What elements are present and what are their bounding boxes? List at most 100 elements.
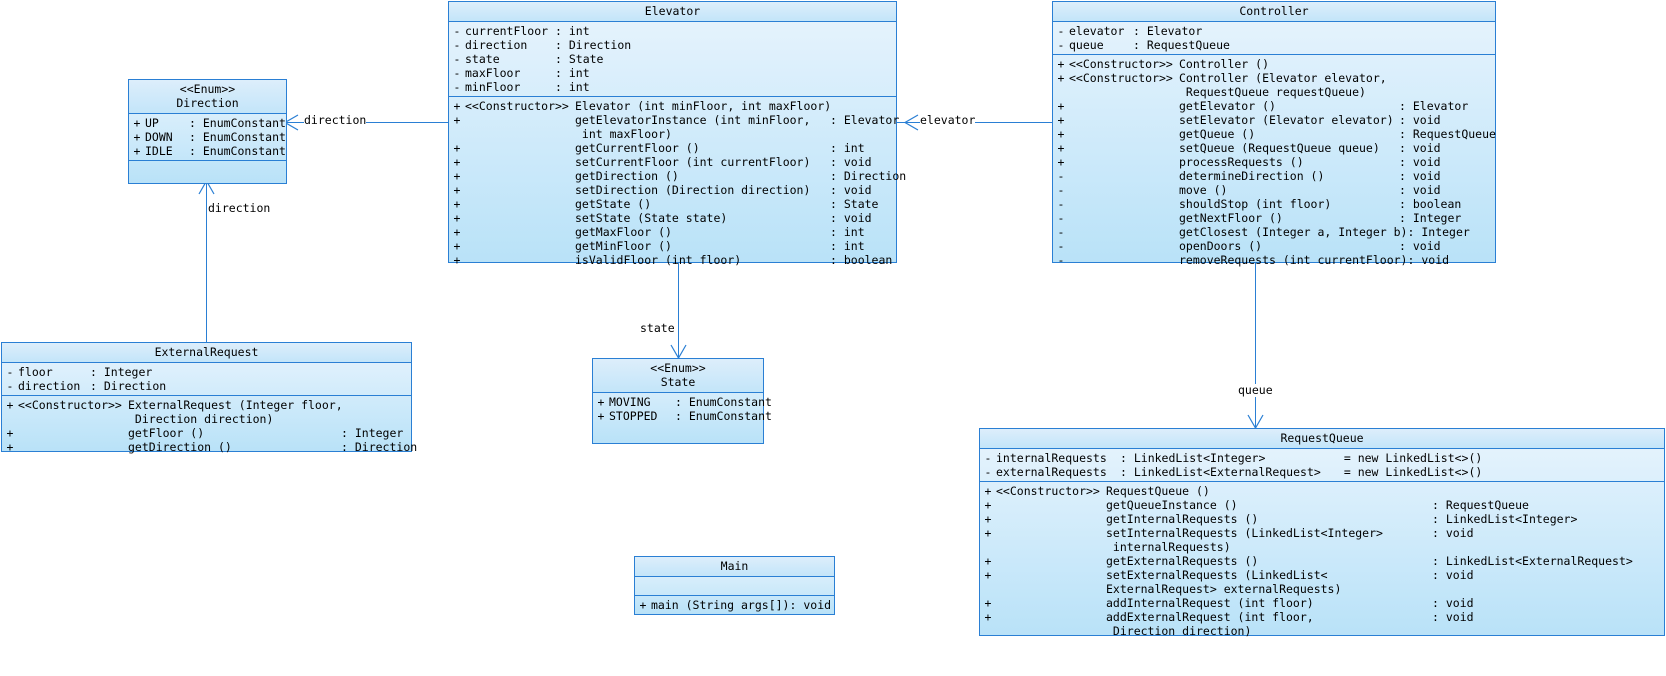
operation-return-type: : Integer [1399, 211, 1462, 225]
operation-return-type: : LinkedList<ExternalRequest> [1432, 554, 1633, 568]
attribute-section-elevator: - currentFloor: int - direction: Directi… [449, 22, 896, 97]
visibility-marker: + [133, 130, 141, 144]
attribute-name: STOPPED: EnumConstant [609, 409, 772, 423]
attribute-section-controller: - elevator: Elevator - queue: RequestQue… [1053, 22, 1495, 55]
operation-return-type: : Direction [341, 440, 418, 454]
operation-stereotype: <<Constructor>> [18, 398, 122, 412]
operation-signature: setCurrentFloor (int currentFloor) [575, 155, 811, 169]
operation-return-type: : void [830, 183, 872, 197]
visibility-marker: + [984, 512, 992, 526]
operation-row: + setInternalRequests (LinkedList<Intege… [980, 526, 1664, 554]
operation-row: - move () : void [1053, 183, 1495, 197]
attribute-section-main [635, 577, 834, 596]
visibility-marker: - [453, 66, 461, 80]
attribute-row: - internalRequests: LinkedList<Integer>=… [980, 451, 1664, 465]
attribute-row: - maxFloor: int [449, 66, 896, 80]
attribute-row: + MOVING: EnumConstant [593, 395, 772, 409]
visibility-marker: - [1057, 38, 1065, 52]
class-box-direction[interactable]: <<Enum>> Direction + UP: EnumConstant + … [128, 79, 287, 184]
operation-return-type: : void [1399, 183, 1441, 197]
edge-elevator-state-line [678, 263, 679, 358]
operation-return-type: : boolean [1399, 197, 1462, 211]
operation-signature: getDirection () [575, 169, 679, 183]
visibility-marker: + [453, 239, 461, 253]
operation-section-elevator: + <<Constructor>> Elevator (int minFloor… [449, 97, 907, 269]
operation-row: + addInternalRequest (int floor) : void [980, 596, 1664, 610]
class-header-main: Main [635, 557, 834, 577]
operation-row: + <<Constructor>> RequestQueue () [980, 484, 1664, 498]
visibility-marker: + [453, 197, 461, 211]
visibility-marker: + [984, 568, 992, 582]
visibility-marker: - [453, 24, 461, 38]
attribute-row: + UP: EnumConstant [129, 116, 286, 130]
attribute-default: = new LinkedList<>() [1343, 451, 1483, 465]
visibility-marker: + [133, 116, 141, 130]
visibility-marker: + [453, 155, 461, 169]
attribute-row: - elevator: Elevator [1053, 24, 1495, 38]
visibility-marker: + [1057, 155, 1065, 169]
attribute-name: UP: EnumConstant [145, 116, 286, 130]
class-box-request-queue[interactable]: RequestQueue - internalRequests: LinkedL… [979, 428, 1665, 638]
operation-row: + getDirection () : Direction [2, 440, 418, 454]
visibility-marker: + [453, 169, 461, 183]
operation-row: + setQueue (RequestQueue queue) : void [1053, 141, 1495, 155]
attribute-row: - state: State [449, 52, 896, 66]
visibility-marker: - [1057, 197, 1065, 211]
operation-stereotype: <<Constructor>> [465, 99, 569, 113]
operation-row: + getState () : State [449, 197, 896, 211]
visibility-marker: + [1057, 99, 1065, 113]
operation-stereotype: <<Constructor>> [1069, 71, 1173, 85]
visibility-marker: + [597, 409, 605, 423]
operation-signature: main (String args[]) [651, 598, 790, 612]
operation-return-type: : void [1399, 239, 1441, 253]
operation-signature: removeRequests (int currentFloor) [1179, 253, 1408, 267]
operation-row: + <<Constructor>> Controller (Elevator e… [1053, 71, 1495, 99]
class-box-controller[interactable]: Controller - elevator: Elevator - queue:… [1052, 1, 1496, 267]
class-header-elevator: Elevator [449, 2, 896, 22]
visibility-marker: + [1057, 113, 1065, 127]
attribute-name: elevator: Elevator [1069, 24, 1203, 38]
class-stereotype: <<Enum>> [650, 361, 706, 375]
operation-row: - getClosest (Integer a, Integer b) : In… [1053, 225, 1495, 239]
operation-signature: isValidFloor (int floor) [575, 253, 742, 267]
operation-row: + getQueue () : RequestQueue [1053, 127, 1496, 141]
attribute-row: + DOWN: EnumConstant [129, 130, 286, 144]
class-box-main[interactable]: Main + main (String args[]) : void [634, 556, 835, 615]
visibility-marker: - [453, 52, 461, 66]
operation-signature: getQueueInstance () [1106, 498, 1238, 512]
visibility-marker: + [6, 426, 14, 440]
operation-row: + getDirection () : Direction [449, 169, 907, 183]
operation-signature: getElevator () [1179, 99, 1276, 113]
attribute-row: - direction: Direction [449, 38, 896, 52]
class-box-state[interactable]: <<Enum>> State + MOVING: EnumConstant + … [592, 358, 772, 444]
visibility-marker: + [597, 395, 605, 409]
operation-return-type: : Integer [341, 426, 404, 440]
class-name: Elevator [644, 4, 701, 18]
visibility-marker: + [639, 598, 647, 612]
visibility-marker: + [1057, 141, 1065, 155]
operation-row: - openDoors () : void [1053, 239, 1495, 253]
operation-return-type: : Elevator [1399, 99, 1469, 113]
class-box-elevator[interactable]: Elevator - currentFloor: int - direction… [448, 1, 906, 267]
class-stereotype: <<Enum>> [179, 82, 236, 96]
operation-signature: getElevatorInstance (int minFloor, int m… [575, 113, 811, 141]
attribute-name: DOWN: EnumConstant [145, 130, 286, 144]
operation-return-type: : void [1432, 568, 1474, 582]
attribute-section-request-queue: - internalRequests: LinkedList<Integer>=… [980, 449, 1664, 482]
edge-label-controller-elevator: elevator [920, 113, 976, 127]
operation-signature: setElevator (Elevator elevator) [1179, 113, 1394, 127]
operation-row: + getCurrentFloor () : int [449, 141, 896, 155]
operation-signature: getMaxFloor () [575, 225, 672, 239]
visibility-marker: + [984, 498, 992, 512]
operation-row: + setExternalRequests (LinkedList< Exter… [980, 568, 1664, 596]
visibility-marker: - [1057, 183, 1065, 197]
operation-signature: Controller () [1179, 57, 1270, 71]
operation-section-external-request: + <<Constructor>> ExternalRequest (Integ… [2, 396, 418, 456]
attribute-row: - externalRequests: LinkedList<ExternalR… [980, 465, 1664, 479]
visibility-marker: - [984, 465, 992, 479]
class-header-direction: <<Enum>> Direction [129, 80, 286, 114]
class-header-request-queue: RequestQueue [980, 429, 1664, 449]
class-box-external-request[interactable]: ExternalRequest - floor: Integer - direc… [1, 342, 417, 454]
operation-signature: ExternalRequest (Integer floor, Directio… [128, 398, 343, 426]
